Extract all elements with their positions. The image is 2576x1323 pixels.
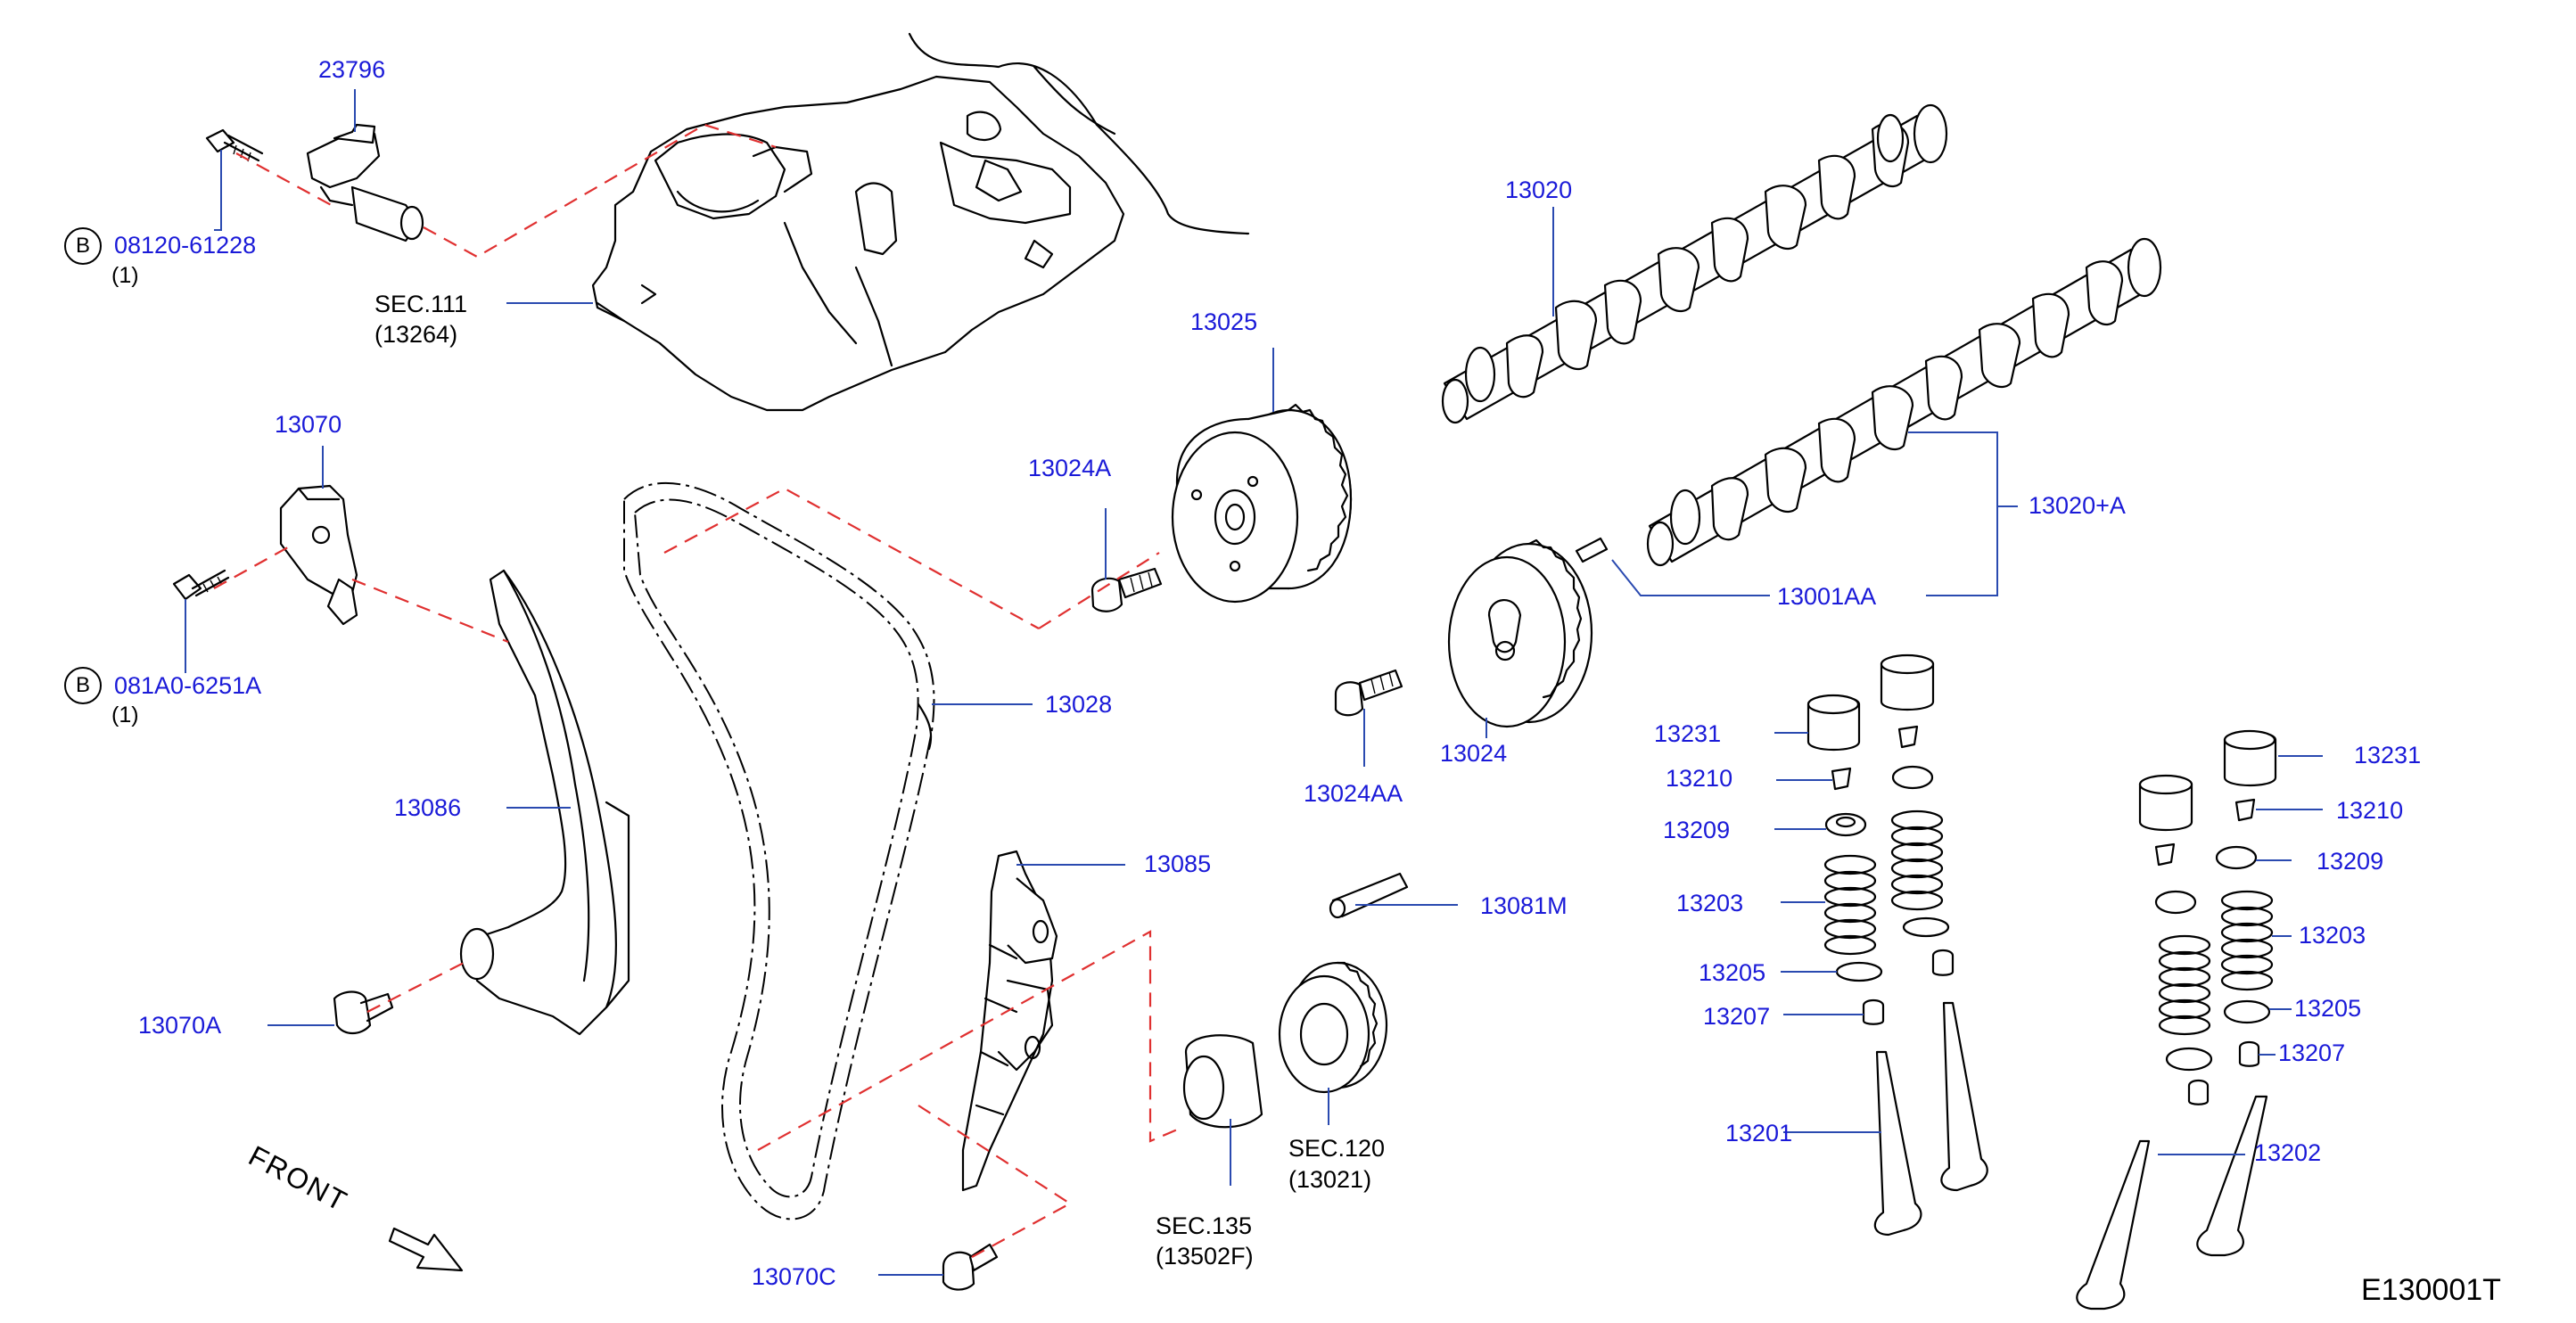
camshaft-13020A	[1646, 237, 2162, 567]
valve-train-right	[2076, 729, 2277, 1311]
label-qty-1: (1)	[111, 263, 139, 288]
label-13024A: 13024A	[1028, 455, 1112, 481]
bolt-13024AA	[1334, 669, 1403, 717]
label-13020A: 13020+A	[2029, 492, 2126, 519]
label-13086: 13086	[394, 794, 462, 821]
label-sec120: SEC.120	[1288, 1135, 1386, 1162]
label-13205-right: 13205	[2294, 995, 2362, 1022]
label-13070C: 13070C	[752, 1263, 836, 1290]
bolt-081A0-6251A	[172, 569, 230, 601]
slack-guide	[459, 569, 630, 1036]
label-13209-right: 13209	[2317, 848, 2384, 875]
dowel-pin	[1575, 537, 1609, 563]
label-13020: 13020	[1505, 177, 1573, 203]
label-23796: 23796	[318, 56, 386, 83]
sprocket-13024	[1447, 538, 1593, 728]
label-sec135: SEC.135	[1156, 1212, 1253, 1239]
label-13001AA: 13001AA	[1777, 583, 1877, 610]
sprocket-13025	[1171, 403, 1353, 604]
label-13205-left: 13205	[1699, 959, 1766, 986]
bolt-13024A	[1090, 567, 1163, 612]
cam-position-sensor	[306, 123, 424, 242]
label-13201: 13201	[1725, 1120, 1793, 1146]
guide-pin	[1329, 872, 1409, 919]
timing-chain	[623, 481, 935, 1220]
label-13207-left: 13207	[1703, 1003, 1771, 1030]
label-13081M: 13081M	[1480, 892, 1568, 919]
tension-guide	[961, 850, 1058, 1192]
valve-train-left	[1806, 653, 1988, 1237]
camshaft-13020	[1441, 103, 1948, 424]
leader-lines	[185, 89, 2323, 1276]
label-13025: 13025	[1190, 308, 1258, 335]
valve-cover	[591, 32, 1250, 412]
label-13203-left: 13203	[1676, 890, 1744, 916]
label-13028: 13028	[1045, 691, 1113, 718]
label-13209-left: 13209	[1663, 817, 1731, 843]
label-13207-right: 13207	[2278, 1040, 2346, 1066]
label-13203-right: 13203	[2299, 922, 2366, 949]
label-13085: 13085	[1144, 850, 1212, 877]
bolt-08120-61228	[205, 128, 264, 162]
bolt-marker-b-2: B	[64, 667, 102, 704]
label-qty-2: (1)	[111, 703, 139, 727]
label-13024AA: 13024AA	[1304, 780, 1403, 807]
label-sec111: SEC.111	[374, 291, 468, 317]
label-13210-left: 13210	[1666, 765, 1733, 792]
crank-collar	[1182, 1034, 1263, 1129]
label-13070A: 13070A	[138, 1012, 222, 1039]
label-13202: 13202	[2254, 1139, 2322, 1166]
front-arrow	[388, 1227, 464, 1272]
label-081A0-6251A: 081A0-6251A	[114, 672, 262, 699]
bolt-13070A	[333, 990, 394, 1035]
diagram-code: E130001T	[2361, 1273, 2501, 1307]
label-sec111-sub: (13264)	[374, 321, 458, 348]
crank-sprocket	[1278, 961, 1388, 1094]
label-13231-right: 13231	[2354, 742, 2422, 768]
label-13070: 13070	[275, 411, 342, 438]
bolt-13070C	[942, 1243, 999, 1291]
assembly-dashed-lines	[213, 123, 1182, 1258]
label-13231-left: 13231	[1654, 720, 1722, 747]
label-13210-right: 13210	[2336, 797, 2404, 824]
bolt-marker-b-1: B	[64, 227, 102, 265]
label-08120-61228: 08120-61228	[114, 232, 257, 259]
label-sec120-sub: (13021)	[1288, 1166, 1372, 1193]
label-13024: 13024	[1440, 740, 1508, 767]
label-sec135-sub: (13502F)	[1156, 1243, 1254, 1270]
chain-tensioner	[279, 484, 358, 626]
